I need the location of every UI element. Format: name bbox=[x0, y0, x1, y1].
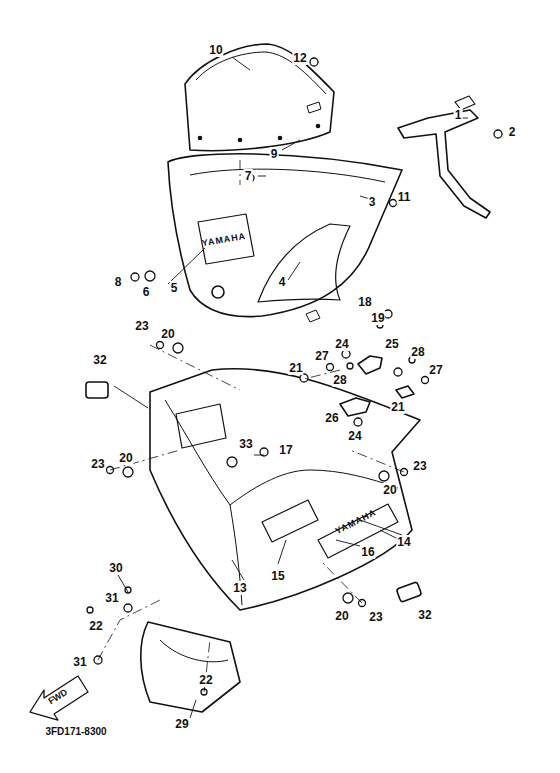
callout-number: 29 bbox=[174, 717, 189, 731]
callout-number: 22 bbox=[198, 673, 213, 687]
callout-number: 24 bbox=[347, 429, 362, 443]
callout-number: 23 bbox=[412, 459, 427, 473]
callout-number: 30 bbox=[108, 561, 123, 575]
callout-number: 19 bbox=[370, 311, 385, 325]
callout-number: 31 bbox=[104, 591, 119, 605]
callout-number: 6 bbox=[142, 285, 151, 299]
callout-number: 20 bbox=[118, 451, 133, 465]
callout-number: 12 bbox=[292, 51, 307, 65]
callout-number: 32 bbox=[92, 353, 107, 367]
callout-number: 20 bbox=[160, 327, 175, 341]
callout-number: 15 bbox=[270, 569, 285, 583]
callout-number: 28 bbox=[410, 345, 425, 359]
callout-number: 27 bbox=[428, 363, 443, 377]
callout-number: 25 bbox=[384, 337, 399, 351]
callout-number: 8 bbox=[114, 275, 123, 289]
callout-number: 3 bbox=[368, 195, 377, 209]
callout-number: 16 bbox=[360, 545, 375, 559]
callout-number: 23 bbox=[90, 457, 105, 471]
drawing-code: 3FD171-8300 bbox=[44, 726, 107, 738]
callout-number: 13 bbox=[232, 581, 247, 595]
callout-number: 27 bbox=[314, 349, 329, 363]
callout-number: 26 bbox=[324, 411, 339, 425]
callout-number: 7 bbox=[244, 169, 253, 183]
callout-number: 23 bbox=[368, 610, 383, 624]
callout-number: 18 bbox=[357, 295, 372, 309]
callout-number: 32 bbox=[417, 608, 432, 622]
callout-number: 28 bbox=[332, 373, 347, 387]
callout-number: 33 bbox=[238, 437, 253, 451]
callout-number: 9 bbox=[270, 147, 279, 161]
callout-number: 1 bbox=[454, 108, 463, 122]
callout-number: 17 bbox=[278, 443, 293, 457]
callout-number: 11 bbox=[397, 190, 412, 204]
callout-number: 4 bbox=[278, 275, 287, 289]
callout-number: 21 bbox=[288, 361, 303, 375]
callout-number: 31 bbox=[72, 655, 87, 669]
callout-number: 23 bbox=[134, 319, 149, 333]
callout-number: 5 bbox=[170, 281, 179, 295]
callout-number: 21 bbox=[390, 400, 405, 414]
callout-number: 14 bbox=[396, 535, 411, 549]
callout-number: 10 bbox=[208, 43, 223, 57]
callout-number: 22 bbox=[88, 619, 103, 633]
callout-number: 20 bbox=[334, 609, 349, 623]
callout-number: 2 bbox=[508, 125, 517, 139]
callout-number: 24 bbox=[334, 337, 349, 351]
callout-number: 20 bbox=[382, 483, 397, 497]
